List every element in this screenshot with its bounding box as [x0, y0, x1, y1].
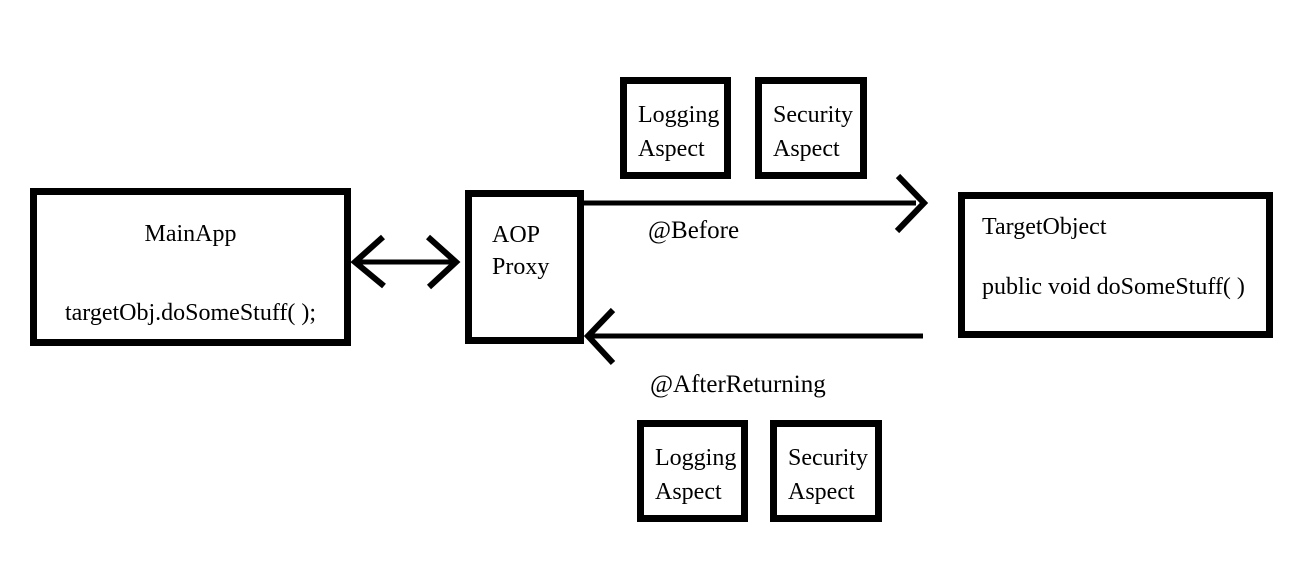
bidirectional-arrow-icon	[350, 234, 461, 290]
logging-aspect-bottom-node: Logging Aspect	[637, 420, 748, 522]
logging-aspect-top-line2: Aspect	[638, 136, 705, 162]
aop-proxy-node: AOP Proxy	[465, 190, 584, 344]
logging-aspect-bottom-line1: Logging	[655, 445, 737, 471]
main-app-title: MainApp	[144, 221, 237, 247]
target-object-node: TargetObject public void doSomeStuff( )	[958, 192, 1273, 338]
main-app-node: MainApp targetObj.doSomeStuff( );	[30, 188, 351, 346]
before-arrow-icon	[584, 173, 929, 234]
logging-aspect-top-line1: Logging	[638, 102, 720, 128]
logging-aspect-top-node: Logging Aspect	[620, 77, 731, 179]
aop-proxy-line2: Proxy	[492, 254, 550, 280]
after-returning-arrow-icon	[583, 307, 923, 366]
security-aspect-bottom-line1: Security	[788, 445, 868, 471]
aop-proxy-line1: AOP	[492, 222, 541, 248]
target-object-title: TargetObject	[982, 214, 1107, 240]
security-aspect-top-node: Security Aspect	[755, 77, 867, 179]
main-app-code: targetObj.doSomeStuff( );	[64, 300, 317, 326]
logging-aspect-bottom-line2: Aspect	[655, 479, 722, 505]
security-aspect-top-line1: Security	[773, 102, 853, 128]
target-object-code: public void doSomeStuff( )	[982, 274, 1245, 300]
before-annotation-label: @Before	[648, 217, 740, 244]
after-returning-annotation-label: @AfterReturning	[650, 371, 826, 398]
security-aspect-top-line2: Aspect	[773, 136, 840, 162]
security-aspect-bottom-node: Security Aspect	[770, 420, 882, 522]
security-aspect-bottom-line2: Aspect	[788, 479, 855, 505]
